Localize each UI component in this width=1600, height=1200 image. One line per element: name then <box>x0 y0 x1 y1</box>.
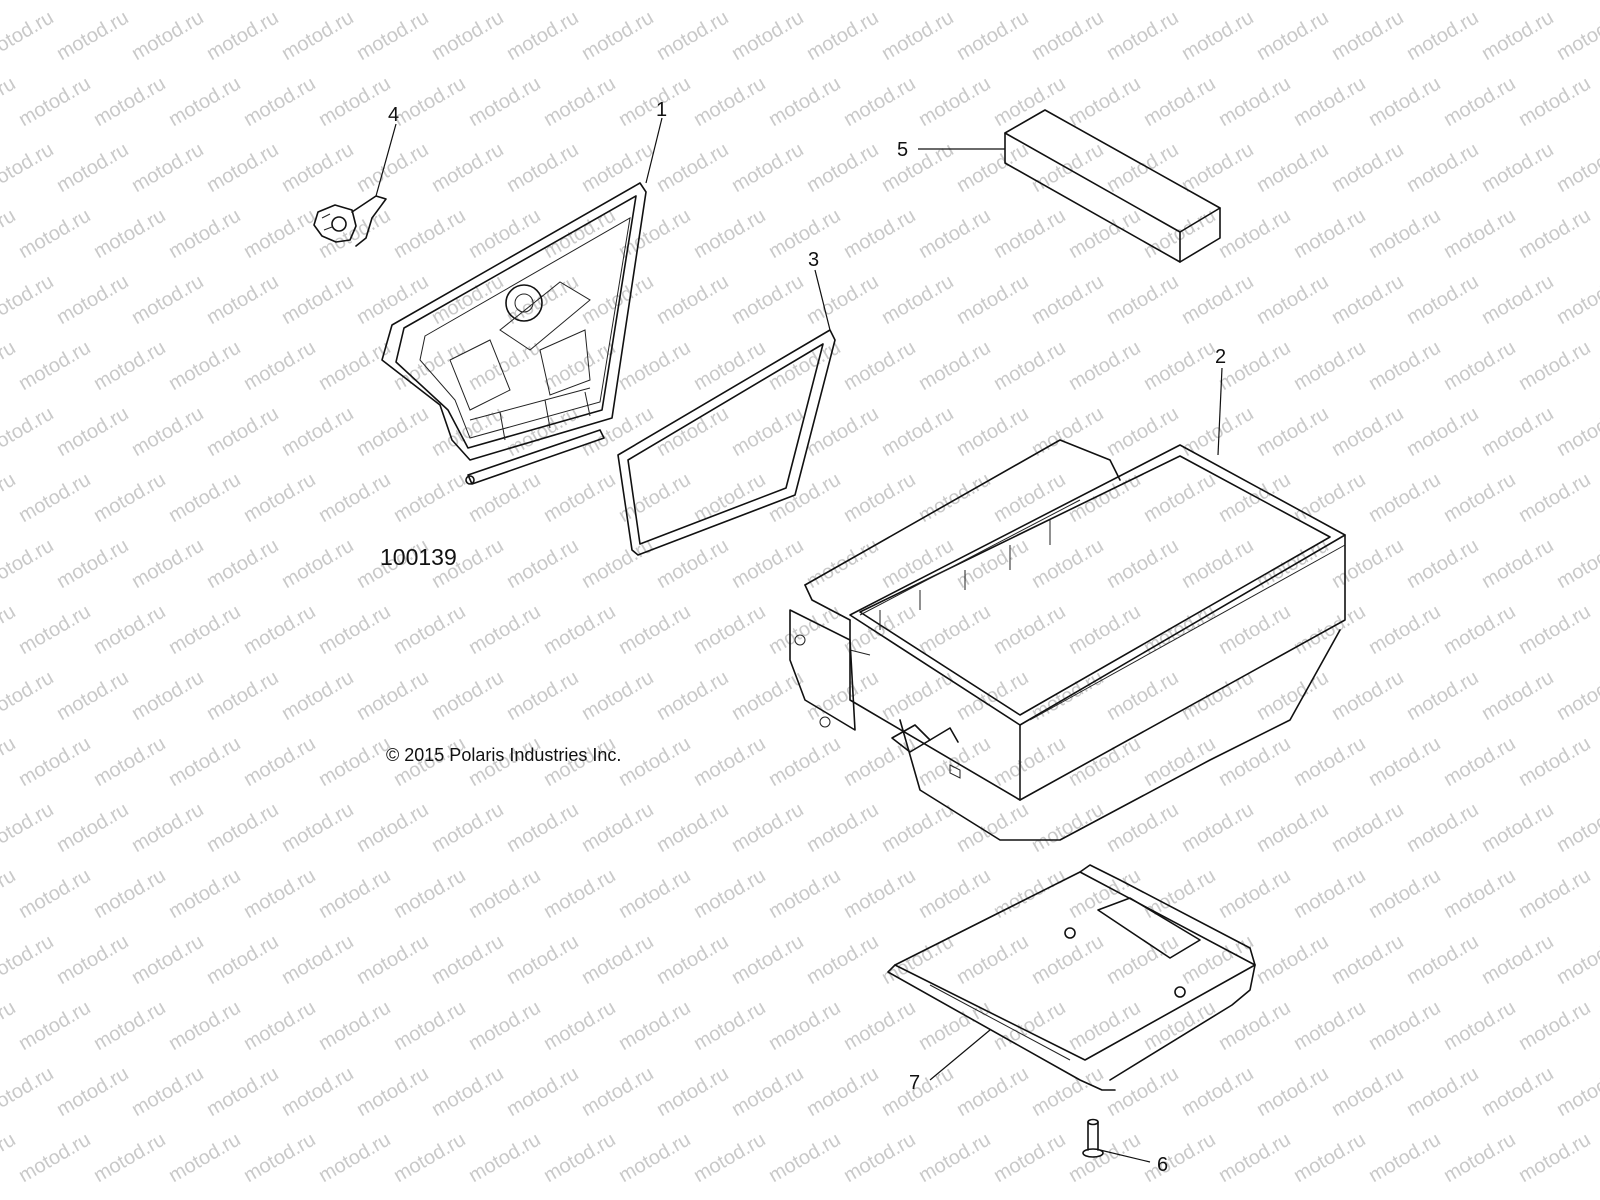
part-pin[interactable] <box>1082 1118 1104 1158</box>
leader-lines <box>375 117 1223 1163</box>
callout-3: 3 <box>808 249 820 271</box>
part-foam-block[interactable] <box>1004 109 1221 263</box>
callout-6: 6 <box>1157 1154 1169 1176</box>
copyright-notice: © 2015 Polaris Industries Inc. <box>386 745 622 765</box>
part-airbox-body[interactable] <box>789 439 1346 841</box>
part-tray[interactable] <box>887 864 1256 1091</box>
callout-5: 5 <box>897 139 909 161</box>
callout-1: 1 <box>656 99 668 121</box>
figure-code: 100139 <box>380 544 457 570</box>
callout-2: 2 <box>1215 346 1227 368</box>
callout-7: 7 <box>909 1072 921 1094</box>
callout-4: 4 <box>388 104 400 126</box>
part-gasket[interactable] <box>617 329 836 556</box>
part-airbox-cover[interactable] <box>381 182 647 485</box>
part-latch-clip[interactable] <box>313 195 387 247</box>
